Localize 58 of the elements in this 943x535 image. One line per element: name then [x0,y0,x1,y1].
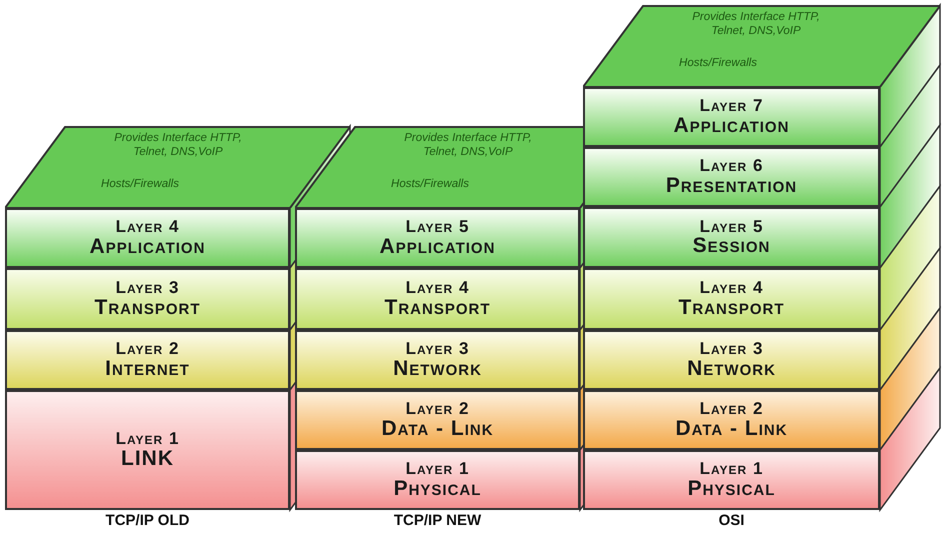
column-label: TCP/IP OLD [104,512,190,529]
layer-number: Layer 1 [700,460,764,478]
layer-box [583,390,880,450]
layer-box [583,330,880,390]
layer-box [5,208,290,268]
note-text: Provides Interface HTTP, Telnet, DNS,VoIP [113,132,243,160]
layer-number: Layer 3 [406,340,470,358]
layer-box [295,390,580,450]
note-text: Hosts/Firewalls [390,178,470,192]
layer-box [295,208,580,268]
layer-number: Layer 4 [406,279,470,297]
layer-box [583,207,880,268]
layer-number: Layer 2 [116,340,180,358]
note-text: Hosts/Firewalls [678,57,758,71]
layer-name: Session [692,235,770,258]
layer-box [295,330,580,390]
layer-box [583,147,880,207]
layer-number: Layer 3 [700,340,764,358]
layer-number: Layer 5 [700,218,764,236]
layer-name: Application [90,236,206,258]
layer-box [583,87,880,147]
layer-name: Network [687,358,776,380]
column-label: OSI [718,512,746,529]
layer-number: Layer 1 [406,460,470,478]
layer-name: Data - Link [675,418,788,440]
layer-name: Internet [105,358,190,380]
layer-name: Presentation [666,174,798,197]
layer-box [583,450,880,510]
note-text: Hosts/Firewalls [100,178,180,192]
layer-name: Transport [678,296,784,319]
top-face [583,5,940,87]
layer-number: Layer 6 [700,157,764,175]
column-label: TCP/IP NEW [392,512,482,529]
layer-box [5,268,290,330]
layer-name: Data - Link [381,418,494,440]
layer-number: Layer 1 [116,430,180,448]
layer-number: Layer 2 [700,400,764,418]
layer-number: Layer 7 [700,97,764,115]
layer-number: Layer 3 [116,279,180,297]
layer-name: Physical [394,478,482,500]
layer-number: Layer 5 [406,218,470,236]
layer-box [5,330,290,390]
layer-box [295,268,580,330]
layer-name: Application [674,114,790,137]
layer-number: Layer 4 [700,279,764,297]
layer-box [295,450,580,510]
layer-name: Transport [384,296,490,319]
layer-number: Layer 2 [406,400,470,418]
layer-name: Network [393,358,482,380]
top-face [5,126,350,208]
layer-name: Physical [688,478,776,500]
layer-name: Transport [94,296,200,319]
layer-name: LINK [121,448,174,470]
layer-number: Layer 4 [116,218,180,236]
note-text: Provides Interface HTTP, Telnet, DNS,VoIP [691,11,821,39]
note-text: Provides Interface HTTP, Telnet, DNS,VoIP [403,132,533,160]
top-face [295,126,583,208]
layer-name: Application [380,236,496,258]
